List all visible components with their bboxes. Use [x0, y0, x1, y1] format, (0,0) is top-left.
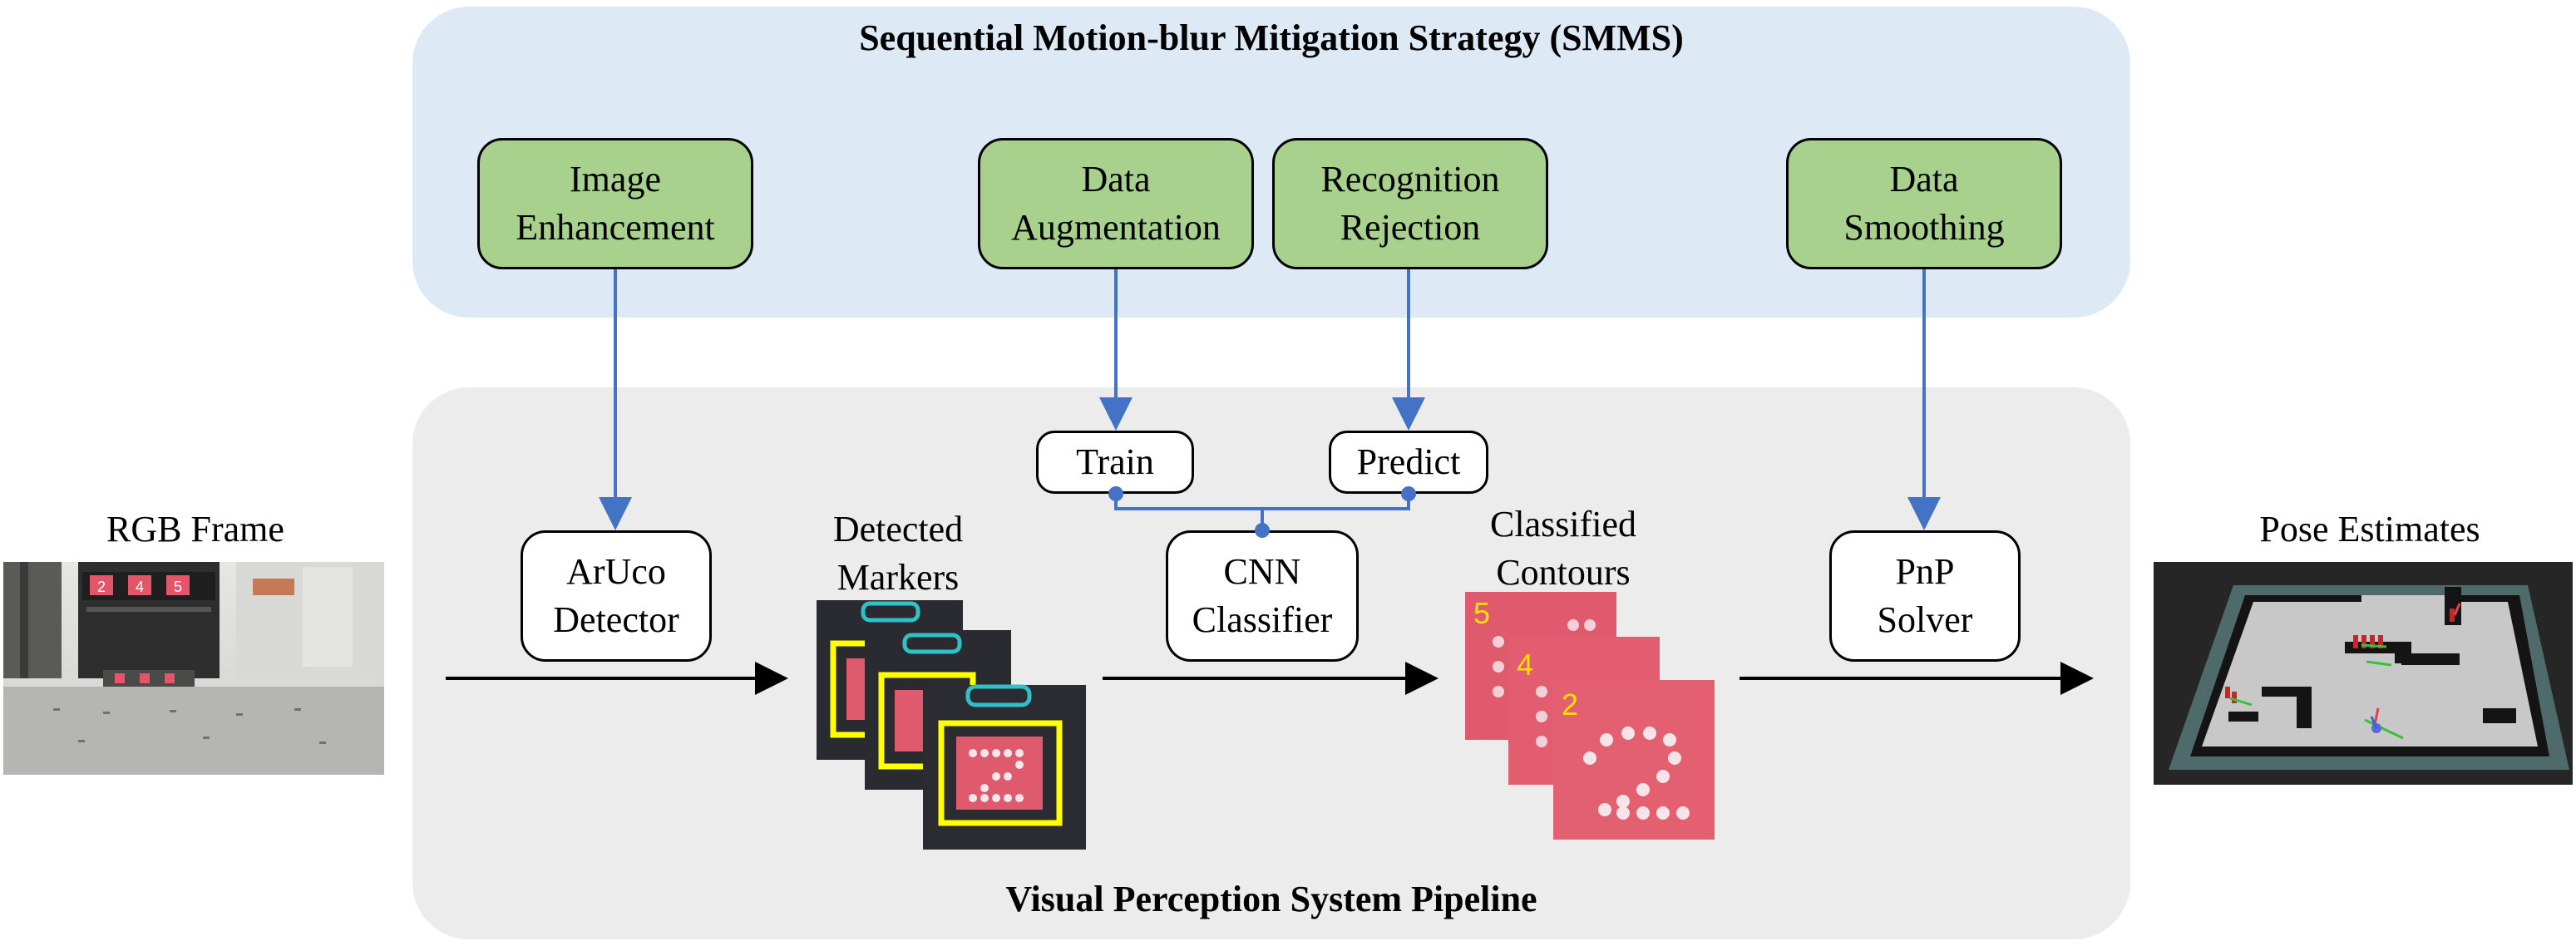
- rgb-frame-image: 2 4 5: [3, 562, 384, 775]
- data-smoothing-box[interactable]: Data Smoothing: [1786, 138, 2062, 269]
- label-line: Classified: [1490, 504, 1636, 544]
- classified-contours-label: Classified Contours: [1455, 500, 1671, 597]
- box-label-line: ArUco: [566, 551, 666, 592]
- pose-estimates-map: [2154, 562, 2573, 785]
- predict-box[interactable]: Predict: [1329, 431, 1488, 494]
- marker-card-front: [923, 684, 1086, 850]
- rgb-marker-digit: 4: [136, 579, 144, 595]
- contour-card-2: 2: [1553, 680, 1715, 840]
- box-label-line: Detector: [553, 599, 679, 640]
- data-augmentation-box[interactable]: Data Augmentation: [978, 138, 1254, 269]
- pnp-solver-box[interactable]: PnP Solver: [1829, 530, 2021, 662]
- classified-contours-stack: 5 4 2: [1465, 592, 1716, 841]
- contour-number: 4: [1517, 648, 1533, 682]
- box-label: Train: [1076, 441, 1154, 482]
- detected-markers-stack: [813, 600, 1088, 850]
- smms-title: Sequential Motion-blur Mitigation Strate…: [859, 17, 1684, 58]
- label-line: Markers: [836, 557, 960, 598]
- connector-dot-cnn: [1255, 523, 1270, 538]
- box-label-line: Rejection: [1340, 207, 1481, 248]
- pipeline-panel: Visual Perception System Pipeline: [412, 387, 2130, 939]
- box-label-line: Recognition: [1320, 159, 1500, 200]
- box-label-line: Classifier: [1192, 599, 1333, 640]
- contour-number: 2: [1562, 687, 1578, 722]
- train-box[interactable]: Train: [1036, 431, 1194, 494]
- pipeline-title: Visual Perception System Pipeline: [1005, 879, 1537, 919]
- train-predict-connector: [1114, 494, 1410, 510]
- box-label-line: PnP: [1895, 551, 1955, 592]
- image-enhancement-box[interactable]: Image Enhancement: [477, 138, 753, 269]
- recognition-rejection-box[interactable]: Recognition Rejection: [1272, 138, 1548, 269]
- aruco-detector-box[interactable]: ArUco Detector: [521, 530, 712, 662]
- box-label-line: Smoothing: [1843, 207, 2005, 248]
- box-label-line: Data: [1889, 159, 1959, 200]
- box-label-line: Solver: [1877, 599, 1973, 640]
- connector-dot-predict: [1401, 486, 1416, 501]
- contour-number: 5: [1473, 596, 1490, 630]
- box-label-line: CNN: [1223, 551, 1301, 592]
- box-label: Predict: [1356, 441, 1461, 482]
- box-label-line: Enhancement: [516, 207, 715, 248]
- connector-dot-train: [1108, 486, 1123, 501]
- cnn-classifier-box[interactable]: CNN Classifier: [1166, 530, 1359, 662]
- rgb-marker-digit: 2: [97, 579, 106, 595]
- label-line: Detected: [832, 509, 964, 549]
- box-label-line: Data: [1081, 159, 1151, 200]
- rgb-marker-digit: 5: [174, 579, 182, 595]
- label-line: Contours: [1496, 552, 1631, 593]
- box-label-line: Image: [570, 159, 661, 200]
- box-label-line: Augmentation: [1011, 207, 1221, 248]
- pose-estimates-label: Pose Estimates: [2259, 509, 2480, 549]
- detected-markers-label: Detected Markers: [790, 505, 1006, 602]
- rgb-frame-label: RGB Frame: [106, 509, 284, 549]
